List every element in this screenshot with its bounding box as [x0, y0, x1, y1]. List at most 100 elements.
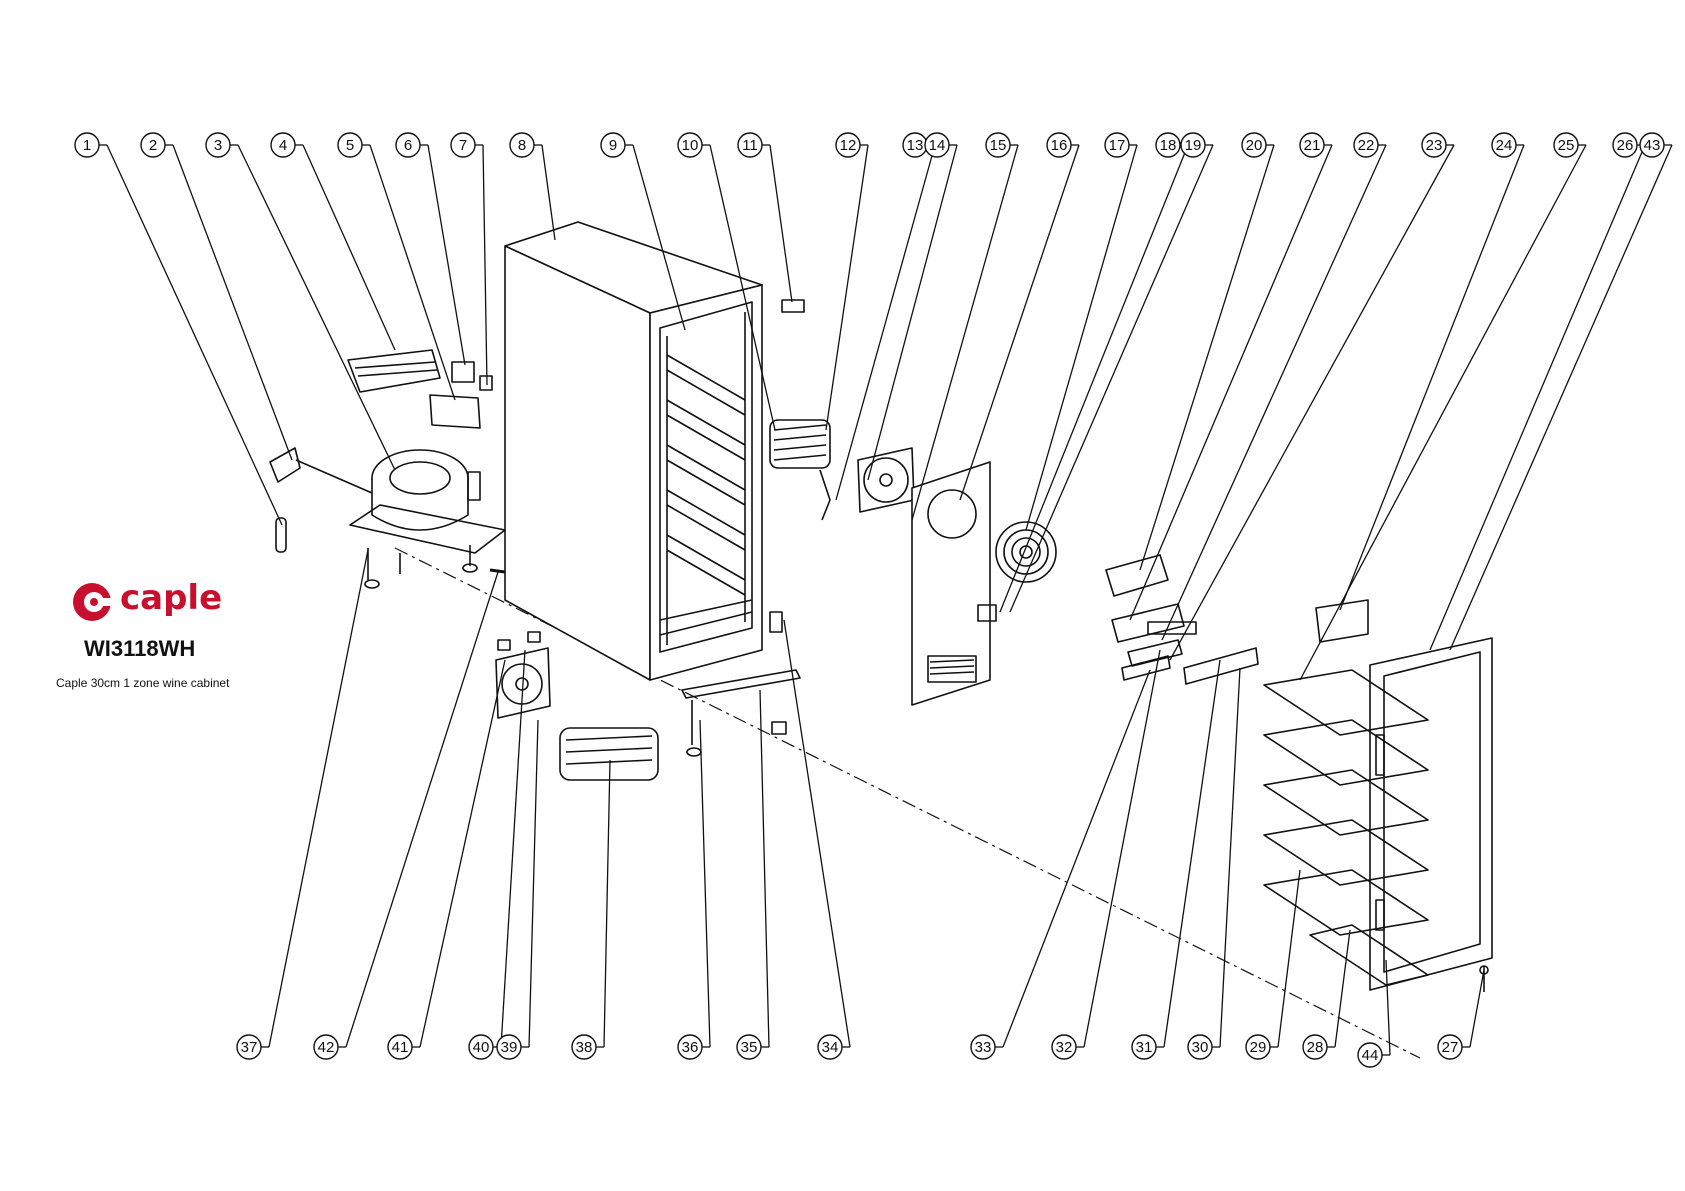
key-cover [1122, 656, 1170, 680]
leader-line [269, 550, 368, 1047]
leader-line [700, 720, 710, 1047]
glass-door [1370, 638, 1492, 990]
leader-line [1164, 660, 1220, 1047]
part-number-label: 29 [1250, 1039, 1267, 1056]
fan-guard [996, 522, 1056, 582]
leader-line [960, 145, 1079, 500]
leader-line [1140, 145, 1274, 570]
leader-line [1170, 145, 1454, 660]
part-number-label: 25 [1558, 137, 1575, 154]
cabinet-body [505, 222, 762, 680]
leader-line [1450, 145, 1672, 650]
part-number-label: 3 [214, 137, 222, 154]
power-cord [270, 448, 372, 493]
leader-line [1010, 145, 1213, 612]
leader-line [1335, 930, 1350, 1047]
brand-logo: caple [72, 582, 272, 622]
leader-line [1340, 145, 1524, 610]
part-number-label: 36 [682, 1039, 699, 1056]
rear-panel [912, 462, 990, 705]
part-number-label: 14 [929, 137, 946, 154]
leader-line [912, 145, 1018, 520]
leader-line [1220, 668, 1240, 1047]
part-number-label: 32 [1056, 1039, 1073, 1056]
part-number-label: 12 [840, 137, 857, 154]
part-number-label: 33 [975, 1039, 992, 1056]
leader-line [1470, 970, 1484, 1047]
part-number-label: 41 [392, 1039, 409, 1056]
part-number-label: 30 [1192, 1039, 1209, 1056]
leader-line [1026, 145, 1137, 530]
control-board [1106, 555, 1168, 596]
leader-line [836, 145, 935, 500]
callouts-top: 1234567891011121314151617181920212223242… [75, 133, 1672, 680]
part-number-label: 13 [907, 137, 924, 154]
leader-line [346, 572, 498, 1047]
hinge-top [770, 612, 782, 632]
part-number-label: 17 [1109, 137, 1126, 154]
leader-line [420, 660, 505, 1047]
overload-protector [480, 376, 492, 390]
callouts-bottom: 37 42 41 40 39 38 36 35 34 33 32 31 30 29 28 44 27 [237, 550, 1484, 1067]
part-number-label: 24 [1496, 137, 1513, 154]
part-number-label: 19 [1185, 137, 1202, 154]
leader-line [173, 145, 292, 460]
leader-line [1000, 145, 1188, 612]
part-number-label: 26 [1617, 137, 1634, 154]
product-description: Caple 30cm 1 zone wine cabinet [56, 676, 229, 690]
fan-bracket-a [498, 640, 510, 650]
part-number-label: 5 [346, 137, 354, 154]
fan-bracket-b [528, 632, 540, 642]
bottom-rail [682, 670, 800, 698]
leader-line [238, 145, 395, 470]
hinge-block [772, 722, 786, 734]
part-number-label: 42 [318, 1039, 335, 1056]
evaporator [770, 420, 830, 520]
leader-line [1084, 650, 1160, 1047]
condenser [560, 728, 658, 780]
part-number-label: 44 [1362, 1047, 1379, 1064]
part-number-label: 11 [742, 137, 758, 154]
part-number-label: 37 [241, 1039, 258, 1056]
part-number-label: 23 [1426, 137, 1443, 154]
part-number-label: 15 [990, 137, 1007, 154]
wine-shelves [1264, 670, 1428, 985]
brand-name: caple [120, 578, 222, 618]
part-number-label: 16 [1051, 137, 1068, 154]
control-panel-strip [1184, 648, 1258, 684]
part-number-label: 22 [1358, 137, 1375, 154]
leader-line [604, 760, 610, 1047]
part-number-label: 31 [1136, 1039, 1153, 1056]
evaporator-fan [858, 448, 914, 512]
part-number-label: 27 [1442, 1039, 1459, 1056]
part-number-label: 34 [822, 1039, 839, 1056]
leader-line [483, 145, 487, 385]
leader-line [303, 145, 395, 350]
model-number: WI3118WH [84, 636, 195, 662]
part-number-label: 10 [682, 137, 699, 154]
part-number-label: 35 [741, 1039, 758, 1056]
part-number-label: 1 [83, 137, 91, 154]
part-number-label: 8 [518, 137, 526, 154]
part-number-label: 38 [576, 1039, 593, 1056]
part-number-label: 28 [1307, 1039, 1324, 1056]
part-number-label: 39 [501, 1039, 518, 1056]
leader-line [428, 145, 465, 365]
part-number-label: 40 [473, 1039, 490, 1056]
part-number-label: 21 [1304, 137, 1321, 154]
leader-line [1430, 145, 1645, 650]
compressor [372, 450, 480, 530]
leader-line [529, 720, 538, 1047]
caple-c-logo-icon [72, 582, 112, 622]
part-number-label: 7 [459, 137, 467, 154]
leader-line [770, 145, 792, 302]
part-number-label: 9 [609, 137, 617, 154]
leader-line [1003, 670, 1150, 1047]
parts-drawing [270, 222, 1492, 1058]
part-number-label: 2 [149, 137, 157, 154]
part-number-label: 6 [404, 137, 412, 154]
leader-line [784, 620, 850, 1047]
part-number-label: 20 [1246, 137, 1263, 154]
bracket-top [782, 300, 804, 312]
relay [452, 362, 474, 382]
